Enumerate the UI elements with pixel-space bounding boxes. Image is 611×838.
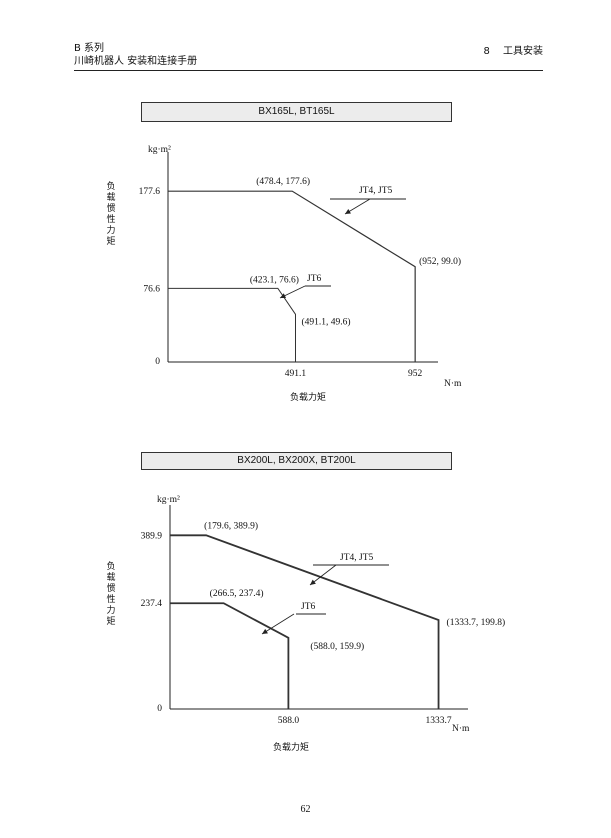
chart1-y-tick-label: 177.6 (139, 187, 161, 197)
chart2-y-tick-label: 389.9 (141, 531, 163, 541)
running-header-right: 8 工具安装 (473, 42, 543, 57)
chart1-caption: BX165L, BT165L (141, 102, 452, 122)
chart2-x-unit: N·m (452, 724, 470, 734)
chart1-series-pointer-arrowhead (280, 293, 286, 299)
chart2-y-axis-label-char: 惯 (106, 582, 115, 594)
chart2-origin-label: 0 (157, 704, 162, 714)
chart2-y-axis-label-char: 负 (106, 560, 115, 572)
chart2-x-tick-label: 588.0 (278, 716, 300, 726)
chart1-origin-label: 0 (155, 357, 160, 367)
chart2-y-axis-label: 负载惯性力矩 (106, 560, 115, 627)
chart2-y-tick-label: 237.4 (141, 599, 163, 609)
chart2-x-axis-label: 负载力矩 (273, 741, 309, 753)
chart1-y-unit: kg·m² (148, 145, 171, 155)
chart1-point-annotation: (478.4, 177.6) (256, 176, 310, 187)
chart2-y-axis-label-char: 矩 (106, 615, 115, 627)
chart1-x-unit: N·m (444, 379, 462, 389)
chart1-series-label: JT4, JT5 (359, 186, 393, 196)
chart1-series-line (168, 287, 296, 362)
chart2-point-annotation: (266.5, 237.4) (210, 588, 264, 599)
chart2-series-pointer-arrowhead (310, 579, 316, 585)
chart1-series-label: JT6 (307, 274, 322, 284)
chart2-caption: BX200L, BX200X, BT200L (141, 452, 452, 470)
chart1-y-tick-label: 76.6 (143, 284, 160, 294)
chart1-x-tick-label: 952 (408, 369, 423, 379)
chart1-series-line (168, 190, 416, 362)
chart1-y-axis-label-char: 力 (106, 224, 115, 236)
chart2-y-axis-label-char: 力 (106, 604, 115, 616)
chart2-series-pointer (309, 564, 337, 586)
chart2-y-axis-label-char: 载 (106, 571, 115, 583)
chart2-y-axis-label-char: 性 (106, 593, 115, 605)
manual-title: 川崎机器人 安装和连接手册 (74, 56, 198, 67)
page-number: 62 (300, 804, 311, 815)
chart1-point-annotation: (952, 99.0) (419, 256, 461, 267)
chart1-point-annotation: (491.1, 49.6) (301, 316, 350, 327)
chart1-x-tick-label: 491.1 (285, 369, 307, 379)
chapter-title: 工具安装 (503, 46, 543, 57)
chart1-point-annotation: (423.1, 76.6) (250, 274, 299, 285)
chart2-series-label: JT4, JT5 (340, 553, 374, 563)
chart1-y-axis-label: 负载惯性力矩 (106, 180, 115, 247)
chart2-series-label: JT6 (301, 602, 316, 612)
chart1-series-pointer-arrowhead (345, 208, 351, 214)
series-label: B 系列 (74, 43, 105, 54)
chart2-point-annotation: (179.6, 389.9) (204, 520, 258, 531)
chart2-series-line (170, 534, 440, 709)
chart2-point-annotation: (588.0, 159.9) (310, 641, 364, 652)
chart1-y-axis-label-char: 矩 (106, 235, 115, 247)
chart2-x-tick-label: 1333.7 (425, 716, 451, 726)
chart1-y-axis-label-char: 负 (106, 180, 115, 192)
chart2-series-pointer-arrowhead (262, 628, 268, 634)
chart1-x-axis-label: 负载力矩 (290, 391, 326, 403)
chapter-number: 8 (483, 46, 490, 57)
chart2-series-line (170, 602, 290, 709)
running-header-left: B 系列 川崎机器人 安装和连接手册 (74, 42, 197, 68)
chart1-y-axis-label-char: 性 (106, 213, 115, 225)
chart2-series-pointer (261, 613, 295, 635)
header-divider (74, 70, 543, 71)
chart1-y-axis-label-char: 载 (106, 191, 115, 203)
chart1-y-axis-label-char: 惯 (106, 202, 115, 214)
chart2-point-annotation: (1333.7, 199.8) (447, 617, 506, 628)
chart2-y-unit: kg·m² (157, 495, 180, 505)
